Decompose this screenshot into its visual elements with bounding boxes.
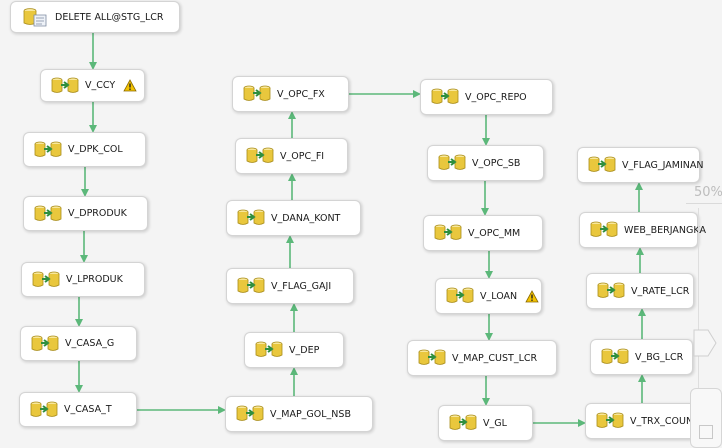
task-label: V_OPC_REPO [465,91,527,103]
data-flow-icon [243,83,271,105]
task-v-rate-lcr[interactable]: V_RATE_LCR [586,273,694,309]
data-flow-icon [246,145,274,167]
task-v-flag-jaminan[interactable]: V_FLAG_JAMINAN [577,147,704,183]
data-flow-icon [597,280,625,302]
task-label: WEB_BERJANGKA [624,224,706,236]
zoom-fit-button[interactable] [690,388,722,448]
data-flow-icon [446,285,474,307]
data-flow-icon [590,219,618,241]
task-v-gl[interactable]: V_GL [438,405,533,441]
data-flow-icon [237,207,265,229]
data-flow-icon [237,275,265,297]
task-label: V_BG_LCR [635,351,684,363]
task-v-dpk-col[interactable]: V_DPK_COL [23,132,146,167]
data-flow-icon [601,346,629,368]
warning-icon [123,79,137,92]
data-flow-icon [51,75,79,97]
data-flow-icon [255,339,283,361]
task-label: V_OPC_FX [277,88,325,100]
zoom-slider-track[interactable] [698,208,722,443]
task-v-casa-g[interactable]: V_CASA_G [20,326,137,361]
task-v-flag-gaji[interactable]: V_FLAG_GAJI [226,268,354,304]
task-label: V_MAP_GOL_NSB [270,408,351,420]
task-web-berjangka[interactable]: WEB_BERJANGKA [579,212,706,248]
fit-icon [699,425,713,439]
zoom-control[interactable]: 50% [686,178,722,448]
task-label: DELETE ALL@STG_LCR [55,11,164,23]
task-v-lproduk[interactable]: V_LPRODUK [21,262,145,297]
task-v-ccy[interactable]: V_CCY [40,69,145,102]
data-flow-icon [431,86,459,108]
task-label: V_LPRODUK [66,274,123,285]
sql-task-icon [21,6,49,28]
task-label: V_FLAG_GAJI [271,280,332,292]
task-label: V_DEP [289,344,320,356]
task-v-map-gol-nsb[interactable]: V_MAP_GOL_NSB [225,396,373,432]
data-flow-icon [418,347,446,369]
task-v-opc-fx[interactable]: V_OPC_FX [232,76,349,112]
task-label: V_OPC_MM [468,227,521,239]
task-label: V_MAP_CUST_LCR [452,352,538,364]
data-flow-icon [31,333,59,355]
data-flow-icon [32,269,60,291]
task-label: V_CCY [85,80,116,91]
data-flow-icon [34,203,62,225]
task-label: V_RATE_LCR [631,285,690,297]
task-label: V_DPK_COL [68,144,123,155]
task-label: V_DANA_KONT [271,212,341,224]
task-v-map-cust-lcr[interactable]: V_MAP_CUST_LCR [407,340,557,376]
task-delete-all[interactable]: DELETE ALL@STG_LCR [10,1,180,33]
task-label: V_FLAG_JAMINAN [622,159,704,171]
data-flow-icon [588,154,616,176]
task-v-bg-lcr[interactable]: V_BG_LCR [590,339,693,375]
task-label: V_OPC_SB [472,157,521,169]
task-v-opc-repo[interactable]: V_OPC_REPO [420,79,553,115]
task-v-loan[interactable]: V_LOAN [435,278,542,314]
task-v-opc-sb[interactable]: V_OPC_SB [427,145,544,181]
task-label: V_CASA_T [64,404,112,415]
task-v-dep[interactable]: V_DEP [244,332,344,368]
task-label: V_LOAN [480,290,518,302]
task-v-dana-kont[interactable]: V_DANA_KONT [226,200,361,236]
task-label: V_TRX_COUNT [630,415,699,427]
task-v-dproduk[interactable]: V_DPRODUK [23,196,148,231]
zoom-divider [686,203,722,204]
task-label: V_DPRODUK [68,208,127,219]
data-flow-icon [236,403,264,425]
data-flow-icon [438,152,466,174]
zoom-slider-thumb[interactable] [688,326,718,360]
zoom-level: 50% [694,185,722,200]
data-flow-icon [30,399,58,421]
task-label: V_GL [483,417,507,429]
data-flow-icon [34,139,62,161]
data-flow-icon [449,412,477,434]
data-flow-icon [434,222,462,244]
task-label: V_OPC_FI [280,150,325,162]
task-v-casa-t[interactable]: V_CASA_T [19,392,137,427]
task-v-opc-fi[interactable]: V_OPC_FI [235,138,348,174]
task-v-opc-mm[interactable]: V_OPC_MM [423,215,543,251]
data-flow-icon [596,410,624,432]
task-v-trx-count[interactable]: V_TRX_COUNT [585,403,702,439]
warning-icon [525,289,539,303]
task-label: V_CASA_G [65,338,115,349]
